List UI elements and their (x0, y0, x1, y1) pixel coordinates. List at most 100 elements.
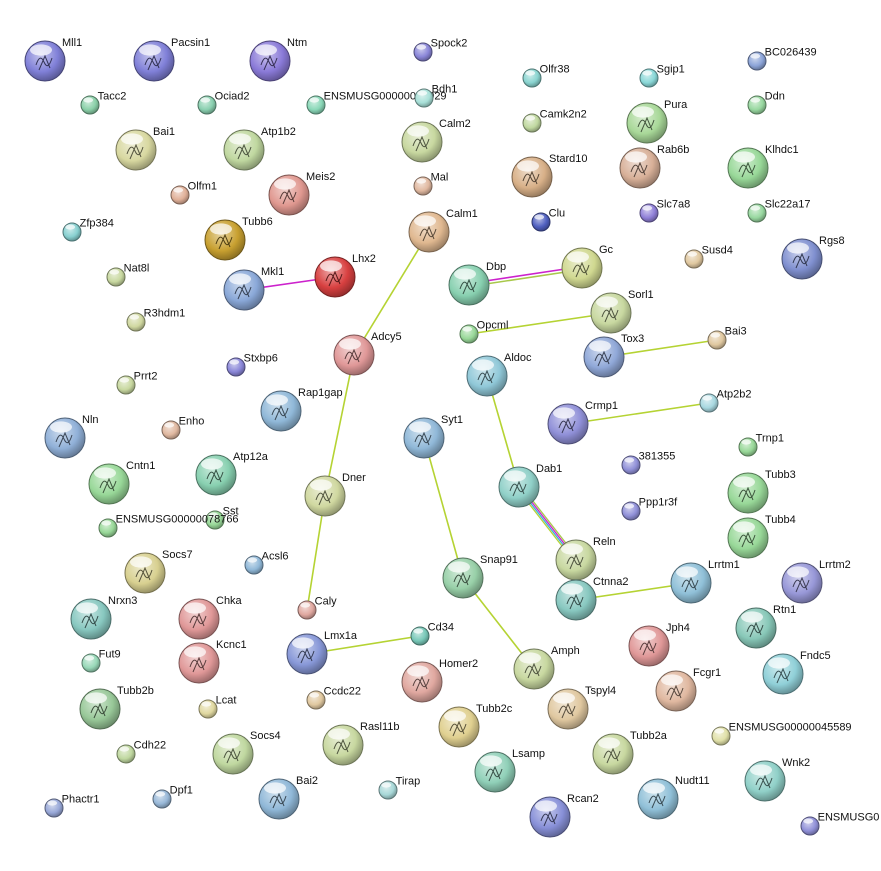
node-zfp384[interactable]: Zfp384 (62, 217, 114, 242)
node-chka[interactable]: Chka (178, 595, 243, 640)
node-ensmusg00000078766[interactable]: ENSMUSG00000078766 (98, 513, 239, 538)
node-ntm[interactable]: Ntm (249, 37, 307, 82)
node-rtn1[interactable]: Rtn1 (735, 604, 796, 649)
node-tubb4[interactable]: Tubb4 (727, 514, 796, 559)
node-sorl1[interactable]: Sorl1 (590, 289, 654, 334)
node-amph[interactable]: Amph (513, 645, 580, 690)
node-caly[interactable]: Caly (297, 595, 337, 620)
node-rasl11b[interactable]: Rasl11b (322, 721, 400, 766)
node-ppp1r3f[interactable]: Ppp1r3f (621, 496, 678, 521)
node-meis2[interactable]: Meis2 (268, 171, 335, 216)
node-lcat[interactable]: Lcat (198, 694, 236, 719)
node-lrrtm2[interactable]: Lrrtm2 (781, 559, 851, 604)
node-slc7a8[interactable]: Slc7a8 (639, 198, 690, 223)
node-atp1b2[interactable]: Atp1b2 (223, 126, 296, 171)
node-opcml[interactable]: Opcml (459, 319, 508, 344)
node-bai2[interactable]: Bai2 (258, 775, 318, 820)
node-tox3[interactable]: Tox3 (583, 333, 644, 378)
node-tubb6[interactable]: Tubb6 (204, 216, 273, 261)
node-klhdc1[interactable]: Klhdc1 (727, 144, 799, 189)
node-reln[interactable]: Reln (555, 536, 616, 581)
node-olfm1[interactable]: Olfm1 (170, 180, 217, 205)
node-aldoc[interactable]: Aldoc (466, 352, 532, 397)
node-lsamp[interactable]: Lsamp (474, 748, 545, 793)
node-sst[interactable]: Sst (205, 505, 239, 530)
node-cd34[interactable]: Cd34 (410, 621, 454, 646)
node-fut9[interactable]: Fut9 (81, 648, 121, 673)
node-wnk2[interactable]: Wnk2 (744, 757, 810, 802)
node-enho[interactable]: Enho (161, 415, 204, 440)
node-stxbp6[interactable]: Stxbp6 (226, 352, 278, 377)
node-clu[interactable]: Clu (531, 207, 565, 232)
node-dner[interactable]: Dner (304, 472, 366, 517)
node-spock2[interactable]: Spock2 (413, 37, 467, 62)
node-sgip1[interactable]: Sgip1 (639, 63, 685, 88)
node-tubb2b[interactable]: Tubb2b (79, 685, 154, 730)
node-phactr1[interactable]: Phactr1 (44, 793, 100, 818)
node-kcnc1[interactable]: Kcnc1 (178, 639, 247, 684)
node-trnp1[interactable]: Trnp1 (738, 432, 784, 457)
node-lmx1a[interactable]: Lmx1a (286, 630, 358, 675)
node-ociad2[interactable]: Ociad2 (197, 90, 250, 115)
node-bai3[interactable]: Bai3 (707, 325, 747, 350)
node-bc026439[interactable]: BC026439 (747, 46, 817, 71)
node-nudt11[interactable]: Nudt11 (637, 775, 710, 820)
node-ccdc22[interactable]: Ccdc22 (306, 685, 361, 710)
node-tirap[interactable]: Tirap (378, 775, 420, 800)
node-fcgr1[interactable]: Fcgr1 (655, 667, 721, 712)
node-gc[interactable]: Gc (561, 244, 614, 289)
node-prrt2[interactable]: Prrt2 (116, 370, 157, 395)
node-r3hdm1[interactable]: R3hdm1 (126, 307, 185, 332)
node-atp2b2[interactable]: Atp2b2 (699, 388, 752, 413)
node-camk2n2[interactable]: Camk2n2 (522, 108, 587, 133)
node-mll1[interactable]: Mll1 (24, 37, 82, 82)
node-socs4[interactable]: Socs4 (212, 730, 281, 775)
node-snap91[interactable]: Snap91 (442, 554, 518, 599)
node-ensmusg0[interactable]: ENSMUSG0 (800, 811, 879, 836)
node-slc22a17[interactable]: Slc22a17 (747, 198, 811, 223)
node-dbp[interactable]: Dbp (448, 261, 506, 306)
node-tubb3[interactable]: Tubb3 (727, 469, 796, 514)
node-pacsin1[interactable]: Pacsin1 (133, 37, 210, 82)
node-nln[interactable]: Nln (44, 414, 99, 459)
node-bai1[interactable]: Bai1 (115, 126, 175, 171)
node-dab1[interactable]: Dab1 (498, 463, 562, 508)
node-tubb2c[interactable]: Tubb2c (438, 703, 513, 748)
node-jph4[interactable]: Jph4 (628, 622, 690, 667)
node-calm1[interactable]: Calm1 (408, 208, 478, 253)
node-susd4[interactable]: Susd4 (684, 244, 733, 269)
node-olfr38[interactable]: Olfr38 (522, 63, 570, 88)
node-cntn1[interactable]: Cntn1 (88, 460, 155, 505)
node-ctnna2[interactable]: Ctnna2 (555, 576, 628, 621)
node-rcan2[interactable]: Rcan2 (529, 793, 599, 838)
node-crmp1[interactable]: Crmp1 (547, 400, 618, 445)
node-rgs8[interactable]: Rgs8 (781, 235, 845, 280)
node-nrxn3[interactable]: Nrxn3 (70, 595, 137, 640)
node-rab6b[interactable]: Rab6b (619, 144, 689, 189)
node-tacc2[interactable]: Tacc2 (80, 90, 126, 115)
node-fndc5[interactable]: Fndc5 (762, 650, 831, 695)
node-socs7[interactable]: Socs7 (124, 549, 193, 594)
node-dpf1[interactable]: Dpf1 (152, 784, 193, 809)
node-tubb2a[interactable]: Tubb2a (592, 730, 668, 775)
node-syt1[interactable]: Syt1 (403, 414, 463, 459)
node-homer2[interactable]: Homer2 (401, 658, 478, 703)
node-ensmusg00000045589[interactable]: ENSMUSG00000045589 (711, 721, 852, 746)
node-cdh22[interactable]: Cdh22 (116, 739, 166, 764)
node-stard10[interactable]: Stard10 (511, 153, 588, 198)
node-pura[interactable]: Pura (626, 99, 688, 144)
node-bdh1[interactable]: Bdh1 (414, 83, 457, 108)
node-calm2[interactable]: Calm2 (401, 118, 471, 163)
node-tspyl4[interactable]: Tspyl4 (547, 685, 616, 730)
node-atp12a[interactable]: Atp12a (195, 451, 269, 496)
node-adcy5[interactable]: Adcy5 (333, 331, 402, 376)
node-lhx2[interactable]: Lhx2 (314, 253, 376, 298)
node-rap1gap[interactable]: Rap1gap (260, 387, 343, 432)
node-mal[interactable]: Mal (413, 171, 448, 196)
node-lrrtm1[interactable]: Lrrtm1 (670, 559, 740, 604)
node-mkl1[interactable]: Mkl1 (223, 266, 284, 311)
node-381355[interactable]: 381355 (621, 450, 675, 475)
node-ddn[interactable]: Ddn (747, 90, 785, 115)
node-nat8l[interactable]: Nat8l (106, 262, 149, 287)
node-acsl6[interactable]: Acsl6 (244, 550, 289, 575)
